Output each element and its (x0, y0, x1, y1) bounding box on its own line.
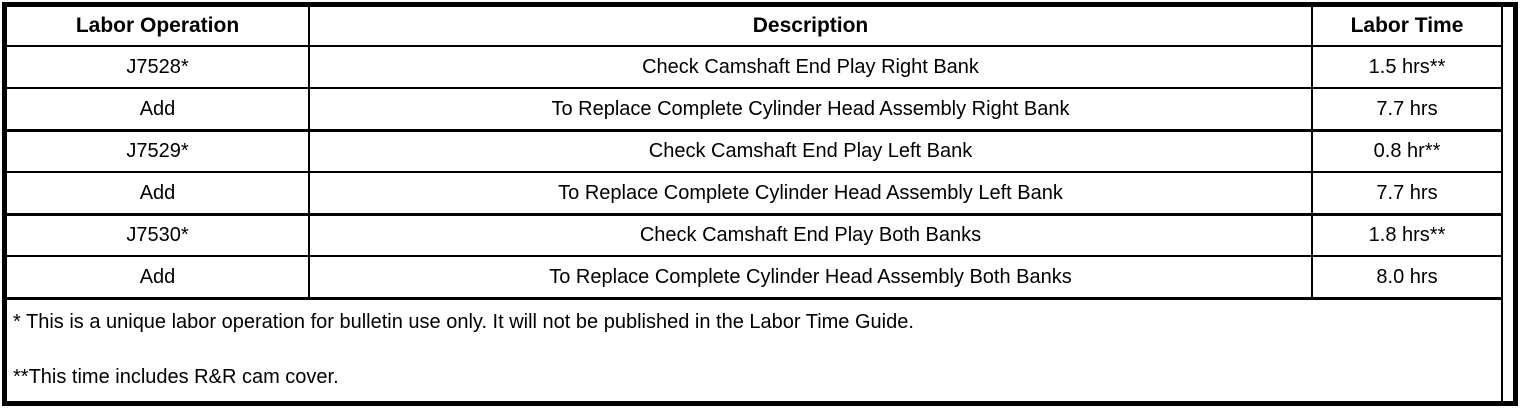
table-row: J7530* Check Camshaft End Play Both Bank… (7, 213, 1501, 255)
footnotes-section: * This is a unique labor operation for b… (7, 297, 1501, 401)
cell-labor-time: 1.5 hrs** (1311, 47, 1501, 87)
table-row: Add To Replace Complete Cylinder Head As… (7, 255, 1501, 297)
labor-time-table: Labor Operation Description Labor Time J… (7, 7, 1503, 401)
cell-labor-time: 7.7 hrs (1311, 89, 1501, 129)
cell-labor-time: 0.8 hr** (1311, 132, 1501, 171)
cell-labor-operation: Add (139, 265, 176, 288)
cell-description: To Replace Complete Cylinder Head Assemb… (308, 173, 1311, 213)
cell-description: To Replace Complete Cylinder Head Assemb… (308, 257, 1311, 297)
cell-labor-operation: J7529* (126, 140, 189, 162)
cell-labor-operation: Add (139, 181, 176, 204)
column-header-labor-time: Labor Time (1311, 7, 1501, 45)
column-header-labor-operation: Labor Operation (75, 14, 240, 37)
cell-labor-time: 8.0 hrs (1311, 257, 1501, 297)
column-header-description: Description (308, 7, 1311, 45)
cell-labor-time: 1.8 hrs** (1311, 216, 1501, 255)
table-row: J7529* Check Camshaft End Play Left Bank… (7, 129, 1501, 171)
table-row: J7528* Check Camshaft End Play Right Ban… (7, 45, 1501, 87)
table-header-row: Labor Operation Description Labor Time (7, 7, 1501, 45)
cell-labor-operation: J7530* (126, 224, 189, 246)
cell-description: To Replace Complete Cylinder Head Assemb… (308, 89, 1311, 129)
cell-labor-operation: Add (139, 97, 176, 120)
cell-labor-operation: J7528* (126, 55, 189, 78)
footnote-unique-labor-operation: * This is a unique labor operation for b… (13, 311, 914, 333)
table-row: Add To Replace Complete Cylinder Head As… (7, 171, 1501, 213)
cell-labor-time: 7.7 hrs (1311, 173, 1501, 213)
footnote-rr-cam-cover: **This time includes R&R cam cover. (13, 366, 339, 388)
table-row: Add To Replace Complete Cylinder Head As… (7, 87, 1501, 129)
cell-description: Check Camshaft End Play Left Bank (308, 132, 1311, 171)
cell-description: Check Camshaft End Play Both Banks (308, 216, 1311, 255)
cell-description: Check Camshaft End Play Right Bank (308, 47, 1311, 87)
